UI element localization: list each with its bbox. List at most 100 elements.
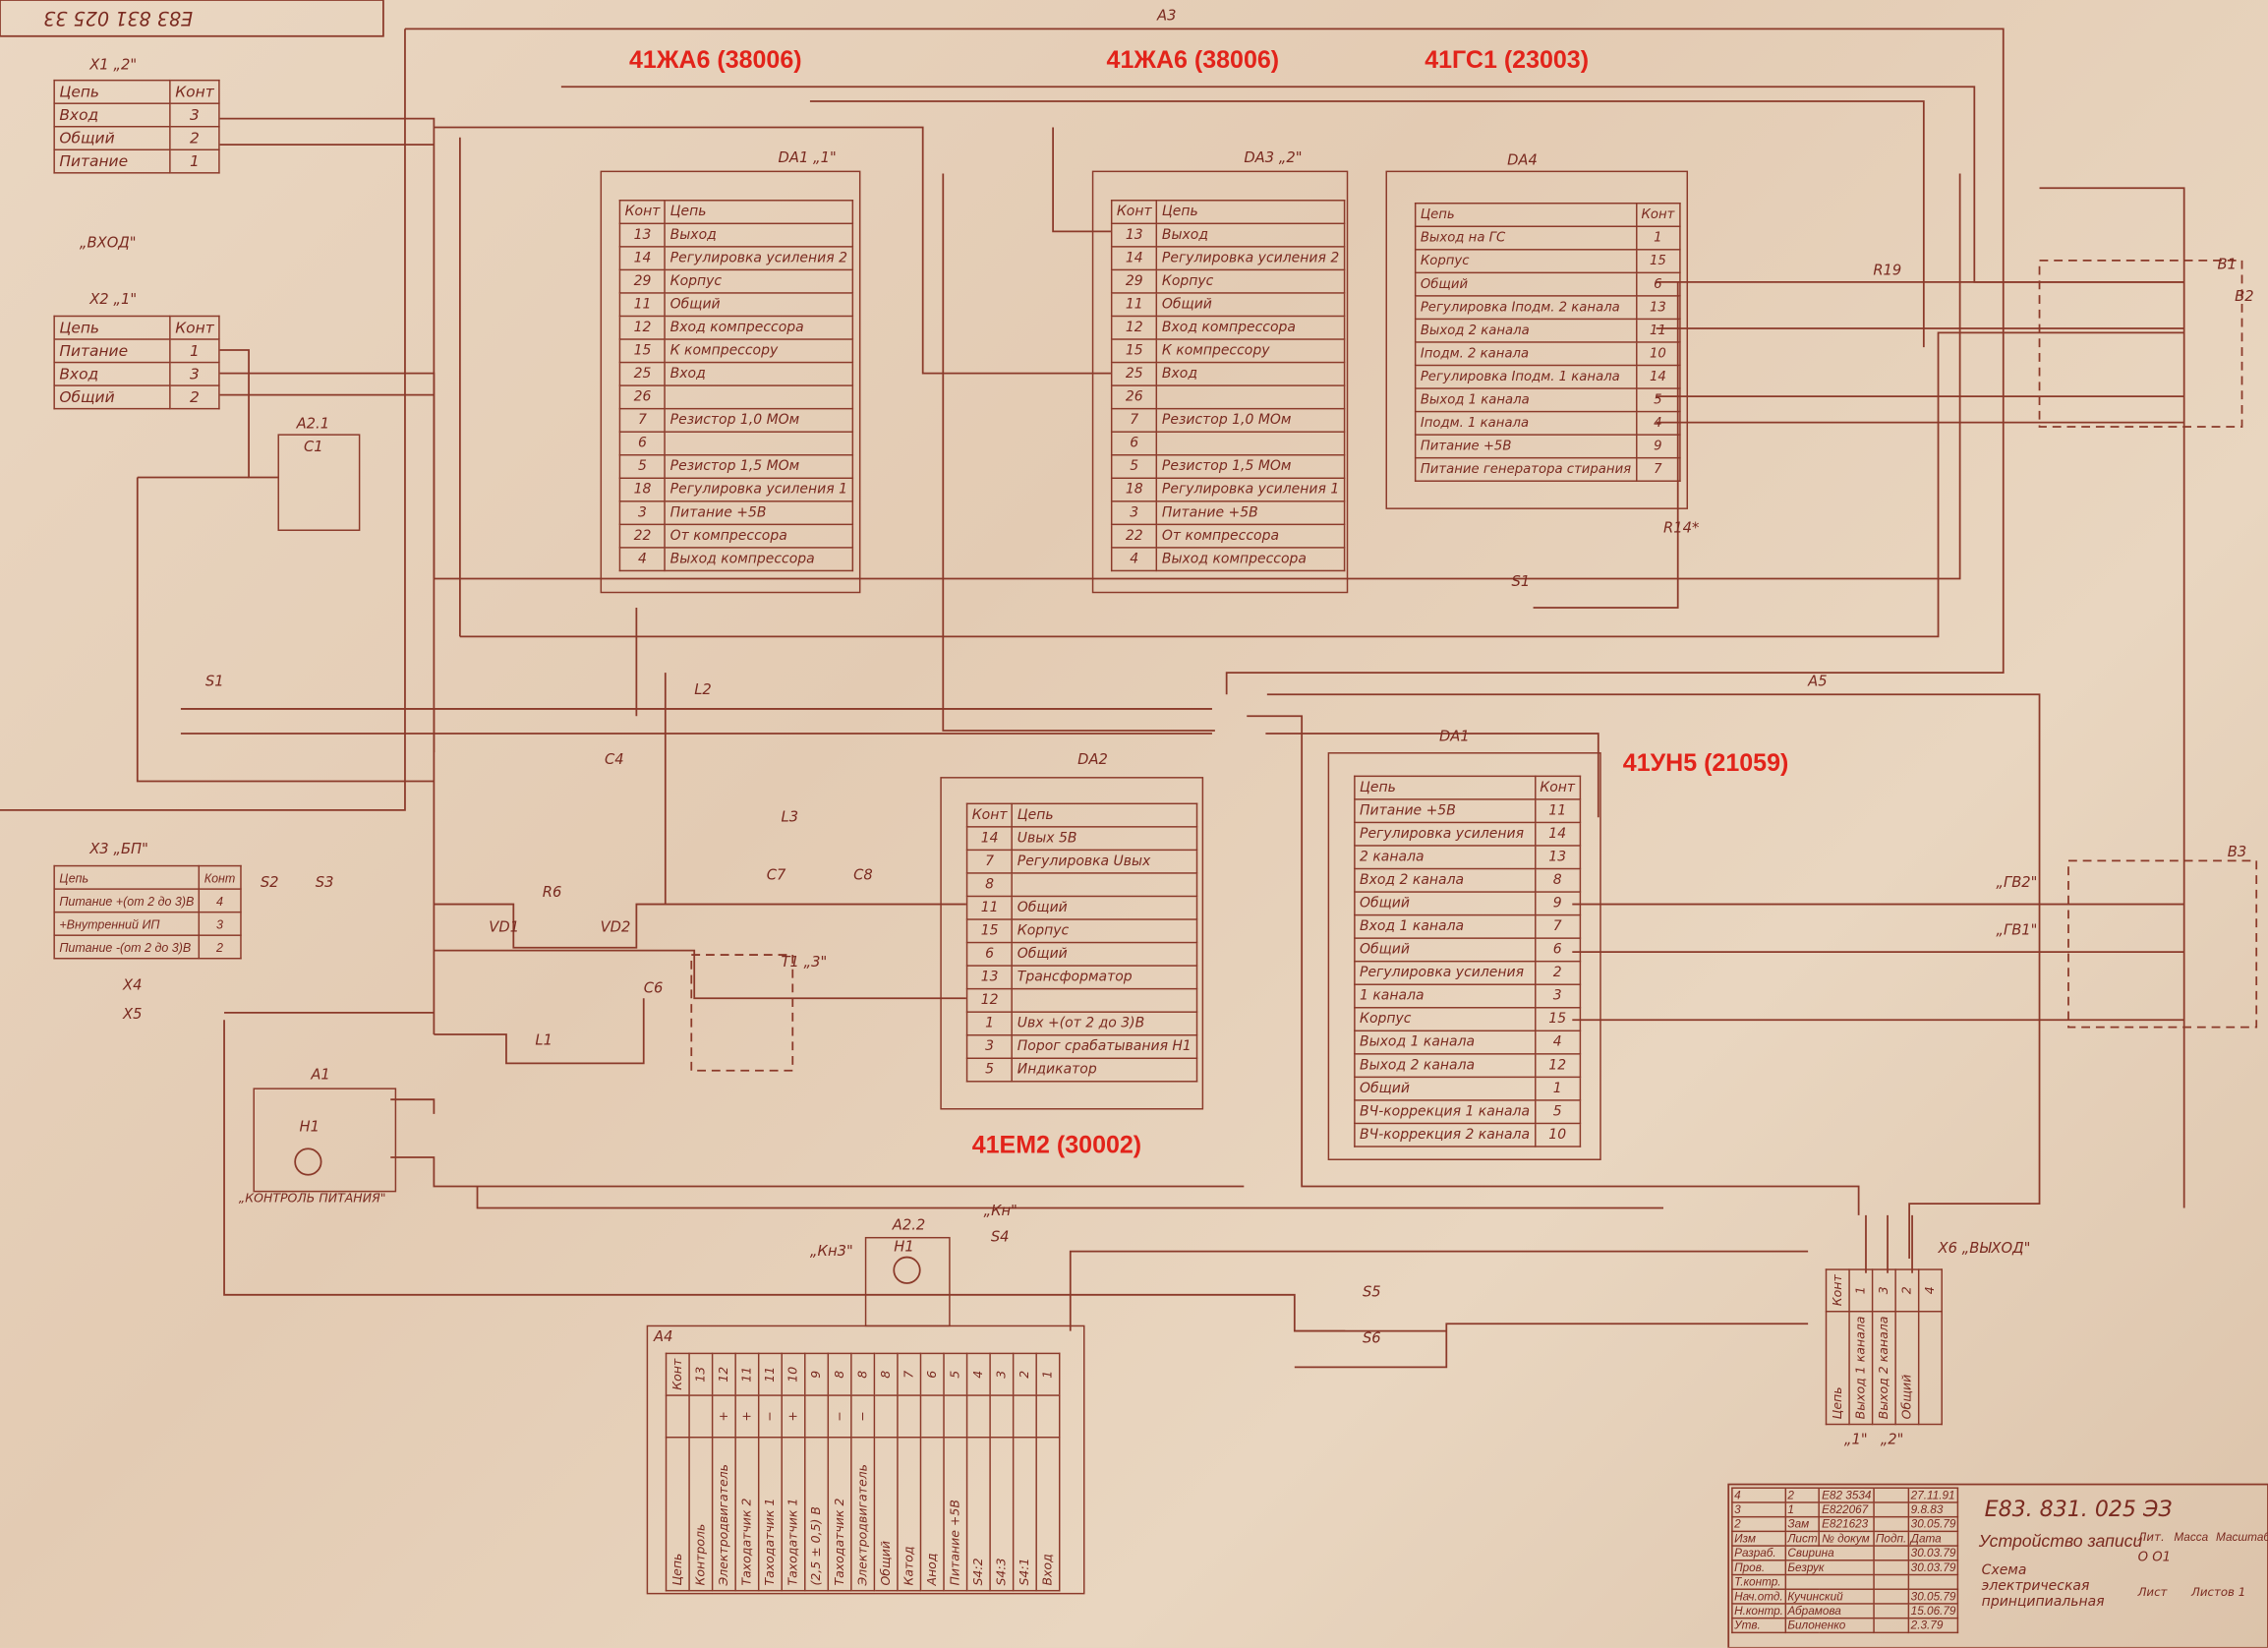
table-cell: Конт [1635,202,1681,227]
table-cell [1918,1311,1943,1425]
table-cell: 1 [1635,225,1681,251]
table-cell: 9 [1534,891,1581,916]
table-cell: Электродвигатель [712,1437,736,1591]
da1-low-outline [1327,752,1601,1160]
table-cell: 25 [1110,361,1158,386]
table-cell [664,384,853,410]
table-cell: 3 [618,500,667,526]
table-cell: Корпус [1011,918,1197,944]
label-h1: H1 [299,1119,320,1136]
table-cell: 3 [169,102,220,128]
sheet-label: Лист [2137,1585,2168,1599]
title-cell [1784,1573,1875,1590]
table-cell: 12 [618,315,667,340]
table-cell: 10 [1635,341,1681,367]
table-cell: 13 [1110,222,1158,248]
table-cell: 5 [944,1353,967,1396]
table-cell: 7 [965,849,1014,874]
sheets-label: Листов 1 [2191,1585,2246,1599]
table-cell: Общий [1011,941,1197,967]
label-r14: R14* [1662,520,1700,537]
table-cell: 11 [618,292,667,318]
overlay-label-da3: 41ЖА6 (38006) [1106,46,1280,75]
table-cell: 2 [169,126,220,151]
label-r6: R6 [542,885,562,902]
table-cell: Питание +5В [1414,434,1638,459]
document-name: Устройство записи [1978,1530,2143,1552]
table-cell: Тахо­датчик 1 [758,1437,783,1591]
table-cell: 12 [712,1353,736,1396]
table-cell: Вход [1036,1437,1060,1591]
label-da4: DA4 [1507,152,1538,170]
title-cell: Е82 3534 [1819,1487,1875,1503]
label-l1: L1 [535,1032,552,1049]
title-cell: Лист [1784,1530,1821,1547]
table-cell: 26 [618,384,667,410]
title-cell: 4 [1731,1487,1786,1503]
table-cell: Uвых 5В [1011,826,1197,852]
table-cell: 3 [1534,983,1581,1009]
table-cell: 7 [1635,456,1681,482]
table-cell: Резистор 1,0 МОм [664,407,853,433]
table-cell: 5 [1635,387,1681,413]
table-cell: 11 [1635,318,1681,343]
title-cell: 30.03.79 [1907,1560,1959,1576]
table-cell: 12 [1534,1053,1581,1079]
title-cell: 3 [1731,1501,1786,1518]
label-a1: A1 [311,1067,330,1085]
table-cell: 8 [850,1353,875,1396]
table-cell: Регулировка усиления 1 [1156,477,1346,502]
table-row: Тахо­датчик 1−11 [758,1353,783,1591]
signature-cell [1872,1617,1910,1634]
table-cell: Питание +5В [664,500,853,526]
table-cell: Цепь [666,1437,690,1591]
table-cell: Выход 2 канала [1354,1053,1536,1079]
label-out1: „1" [1843,1432,1868,1448]
table-cell: 4 [1635,410,1681,436]
table-cell: 5 [1534,1099,1581,1125]
table-cell: Цепь [1414,202,1638,227]
table-row: 12 [965,987,1197,1013]
table-cell: Корпус [1414,249,1638,274]
table-cell: 9 [1635,434,1681,459]
table-cell: Питание [53,148,171,174]
title-cell: 30.05.79 [1907,1588,1959,1605]
title-cell: Е821623 [1819,1515,1875,1533]
table-cell: Резистор 1,5 МОм [664,453,853,480]
table-cell: Конт [169,315,220,340]
table-cell: К компрессору [1156,338,1346,364]
title-cell: Кучинский [1784,1588,1875,1605]
table-cell: Цепь [53,864,201,890]
label-x1: X1 „2" [89,57,138,75]
overlay-label-da4: 41ГС1 (23003) [1425,46,1590,75]
table-cell: S4:3 [990,1437,1014,1591]
title-cell [1872,1515,1910,1533]
